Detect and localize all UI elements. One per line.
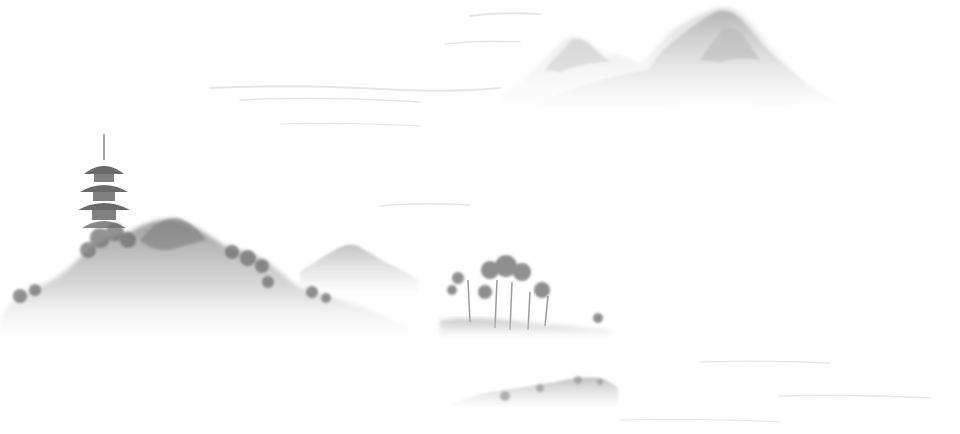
middle-distant-hill [300, 244, 420, 300]
bottom-shoreline [452, 376, 618, 412]
far-mountain-range [455, 7, 840, 130]
water-streaks [619, 360, 931, 423]
pagoda [78, 134, 130, 228]
cloud-streaks [209, 12, 541, 207]
tree-grove [440, 255, 612, 340]
